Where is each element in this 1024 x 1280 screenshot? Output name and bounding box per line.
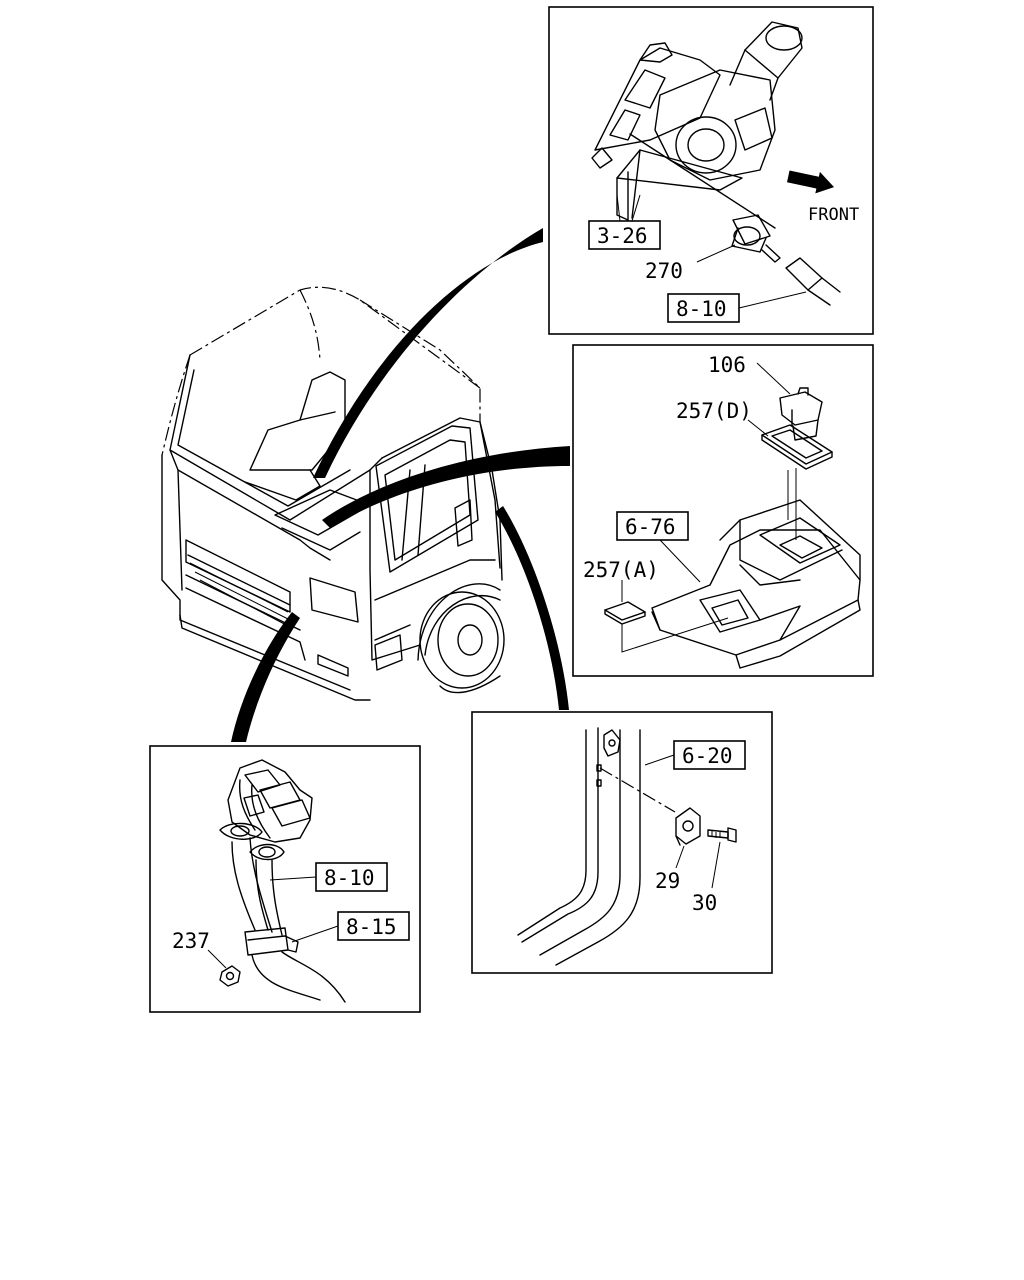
ref-6-76[interactable]: 6-76 bbox=[625, 515, 676, 539]
part-270[interactable]: 270 bbox=[645, 259, 683, 283]
part-257-a[interactable]: 257(A) bbox=[583, 558, 659, 582]
part-237[interactable]: 237 bbox=[172, 929, 210, 953]
callout-swoosh-top bbox=[313, 228, 543, 478]
front-direction-label: FRONT bbox=[808, 205, 859, 225]
callout-swoosh-left bbox=[231, 612, 300, 742]
part-257-d[interactable]: 257(D) bbox=[676, 399, 752, 423]
steering-column-assembly bbox=[591, 21, 803, 229]
panel-bottom-left: 8-10 8-15 237 bbox=[149, 745, 421, 1013]
ref-box-6-76[interactable] bbox=[616, 511, 689, 541]
bolt-30 bbox=[707, 827, 737, 843]
panel-top-right: FRONT 3-26 270 8-10 bbox=[548, 6, 874, 335]
ref-box-8-10-top[interactable] bbox=[667, 293, 740, 323]
ref-8-10-top[interactable]: 8-10 bbox=[676, 297, 727, 321]
harness-connector-cluster bbox=[219, 759, 346, 1003]
part-29[interactable]: 29 bbox=[655, 869, 680, 893]
switch-270 bbox=[731, 214, 781, 263]
ref-8-15[interactable]: 8-15 bbox=[346, 915, 397, 939]
truck-cab-illustration bbox=[161, 286, 505, 701]
panel-middle-right: 106 257(D) 6-76 bbox=[572, 344, 874, 677]
striker-29 bbox=[675, 807, 701, 846]
ref-3-26[interactable]: 3-26 bbox=[597, 224, 648, 248]
ref-8-10-bottom[interactable]: 8-10 bbox=[324, 866, 375, 890]
callout-swoosh-middle bbox=[322, 446, 570, 528]
panel-bottom-right: 6-20 29 30 bbox=[471, 711, 773, 974]
ref-box-8-15[interactable] bbox=[337, 911, 410, 941]
bezel-257-d bbox=[761, 424, 833, 470]
part-30[interactable]: 30 bbox=[692, 891, 717, 915]
center-console bbox=[651, 499, 861, 669]
ref-box-3-26[interactable] bbox=[588, 220, 661, 250]
ref-6-20[interactable]: 6-20 bbox=[682, 744, 733, 768]
front-arrow bbox=[787, 170, 835, 194]
door-pillar bbox=[517, 727, 676, 966]
ref-box-6-20[interactable] bbox=[673, 740, 746, 770]
callout-swoosh-right bbox=[495, 506, 569, 710]
part-106[interactable]: 106 bbox=[708, 353, 746, 377]
connector-8-10-top bbox=[785, 257, 841, 306]
